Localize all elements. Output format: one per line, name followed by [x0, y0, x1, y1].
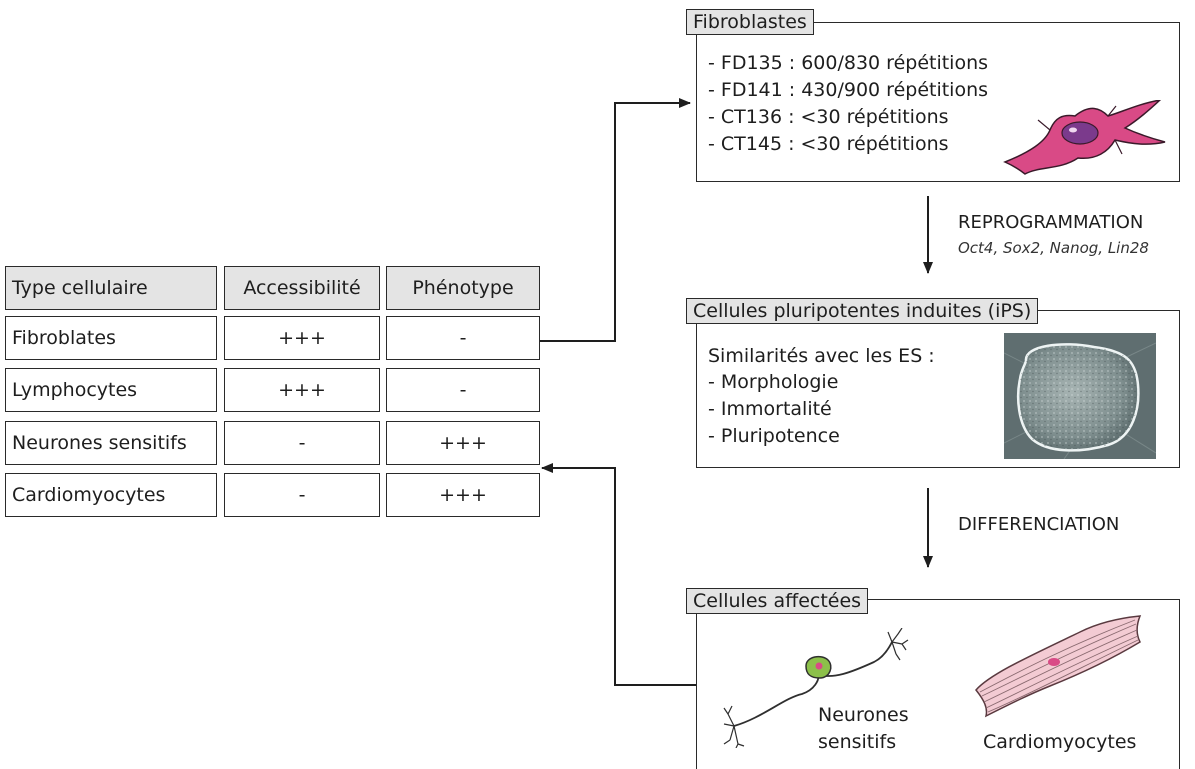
table-cell-accessibility: -: [224, 421, 380, 465]
arrow-table-to-fibroblasts: [540, 98, 691, 342]
table-cell-type: Fibroblates: [5, 316, 217, 360]
reprogramming-factors: Oct4, Sox2, Nanog, Lin28: [958, 239, 1149, 257]
neuron-label-line-1: Neurones: [818, 704, 909, 726]
fibroblast-line: - FD135 : 600/830 répétitions: [708, 52, 989, 74]
table-cell-type: Neurones sensitifs: [5, 421, 217, 465]
sensory-neuron-illustration: [723, 628, 909, 748]
ips-line: - Immortalité: [708, 398, 832, 420]
reprogramming-label: REPROGRAMMATION: [958, 212, 1144, 233]
fibroblast-line: - FD141 : 430/900 répétitions: [708, 79, 989, 101]
fibroblast-cell-illustration: [1003, 100, 1166, 175]
table-header-phenotype: Phénotype: [386, 266, 540, 310]
fibroblast-line: - CT145 : <30 répétitions: [708, 133, 949, 155]
differentiation-label: DIFFERENCIATION: [958, 514, 1120, 535]
ips-line: Similarités avec les ES :: [708, 345, 935, 367]
affected-title: Cellules affectées: [686, 588, 869, 614]
arrow-affected-to-table: [541, 463, 696, 686]
neuron-label-line-2: sensitifs: [818, 731, 897, 753]
fibroblasts-title: Fibroblastes: [686, 9, 814, 35]
table-cell-type: Cardiomyocytes: [5, 473, 217, 517]
table-cell-accessibility: -: [224, 473, 380, 517]
table-cell-phenotype: -: [386, 316, 540, 360]
table-cell-phenotype: +++: [386, 473, 540, 517]
ips-line: - Pluripotence: [708, 425, 840, 447]
table-cell-accessibility: +++: [224, 368, 380, 412]
ips-line: - Morphologie: [708, 371, 839, 393]
table-cell-accessibility: +++: [224, 316, 380, 360]
table-header-type: Type cellulaire: [5, 266, 217, 310]
ips-title: Cellules pluripotentes induites (iPS): [686, 298, 1039, 324]
table-cell-type: Lymphocytes: [5, 368, 217, 412]
cardiomyocyte-label: Cardiomyocytes: [983, 731, 1137, 753]
cardiomyocyte-illustration: [975, 615, 1142, 718]
table-cell-phenotype: -: [386, 368, 540, 412]
table-header-accessibility: Accessibilité: [224, 266, 380, 310]
ips-colony-micrograph: [1004, 333, 1156, 459]
fibroblast-line: - CT136 : <30 répétitions: [708, 106, 949, 128]
table-cell-phenotype: +++: [386, 421, 540, 465]
